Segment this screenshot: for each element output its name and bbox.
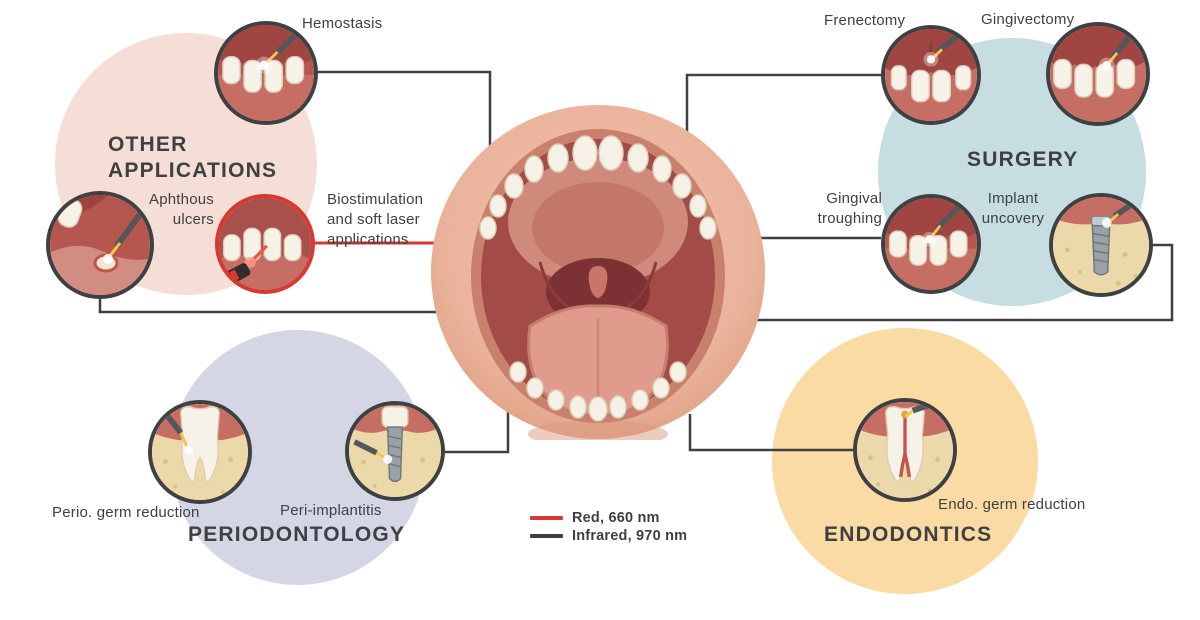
- other-applications-title: OTHER APPLICATIONS: [108, 133, 278, 182]
- hemostasis-label: Hemostasis: [302, 15, 383, 32]
- connector-aphthous: [98, 299, 443, 314]
- implant-uncover-laser-icon: [1053, 197, 1149, 293]
- gingivectomy-label: Gingivectomy: [981, 11, 1075, 28]
- endodontics-title: ENDODONTICS: [824, 523, 993, 546]
- soft-laser-device-icon: [219, 198, 311, 290]
- tooth-root-laser-icon: [152, 404, 248, 500]
- aphthous-ulcers-label: Aphthous ulcers: [149, 191, 214, 228]
- connector-frenectomy: [685, 73, 881, 140]
- implant-gum-laser-icon: [349, 405, 441, 497]
- perio-germ-reduction-thumbnail: [148, 400, 252, 504]
- gum-trough-laser-icon: [885, 198, 977, 290]
- frenectomy-label: Frenectomy: [824, 12, 906, 29]
- gum-contour-laser-icon: [1050, 26, 1146, 122]
- open-mouth-illustration: [430, 104, 766, 440]
- connector-implant-uncovery: [755, 243, 1174, 322]
- upper-teeth-laser-icon: [218, 25, 314, 121]
- infrared-line-swatch: [530, 534, 563, 538]
- hemostasis-thumbnail: [214, 21, 318, 125]
- gingivectomy-thumbnail: [1046, 22, 1150, 126]
- mouth-ulcer-laser-icon: [50, 195, 150, 295]
- gingival-troughing-thumbnail: [881, 194, 981, 294]
- biostimulation-label: Biostimulation and soft laser applicatio…: [327, 191, 424, 248]
- periodontology-title: PERIODONTOLOGY: [188, 523, 406, 546]
- peri-implantitis-thumbnail: [345, 401, 445, 501]
- root-canal-laser-icon: [857, 402, 953, 498]
- red-legend-label: Red, 660 nm: [572, 510, 660, 526]
- endo-germ-reduction-thumbnail: [853, 398, 957, 502]
- red-line-swatch: [530, 516, 563, 520]
- peri-implantitis-label: Peri-implantitis: [280, 502, 382, 519]
- aphthous-ulcers-thumbnail: [46, 191, 154, 299]
- frenum-laser-icon: [885, 29, 977, 121]
- connector-endo-germ: [688, 414, 853, 452]
- legend-row-red: Red, 660 nm: [530, 509, 687, 527]
- perio-germ-reduction-label: Perio. germ reduction: [52, 504, 200, 521]
- wavelength-legend: Red, 660 nm Infrared, 970 nm: [530, 509, 687, 545]
- infrared-legend-label: Infrared, 970 nm: [572, 528, 688, 544]
- gingival-troughing-label: Gingival troughing: [817, 190, 882, 227]
- surgery-title: SURGERY: [967, 148, 1079, 171]
- connector-hemostasis: [318, 70, 492, 152]
- open-mouth-icon: [431, 105, 765, 440]
- biostimulation-thumbnail: [215, 194, 315, 294]
- implant-uncovery-label: Implant uncovery: [981, 190, 1045, 227]
- connector-peri-implantitis: [445, 412, 510, 454]
- frenectomy-thumbnail: [881, 25, 981, 125]
- implant-uncovery-thumbnail: [1049, 193, 1153, 297]
- endo-germ-reduction-label: Endo. germ reduction: [938, 496, 1086, 513]
- legend-row-infrared: Infrared, 970 nm: [530, 527, 687, 545]
